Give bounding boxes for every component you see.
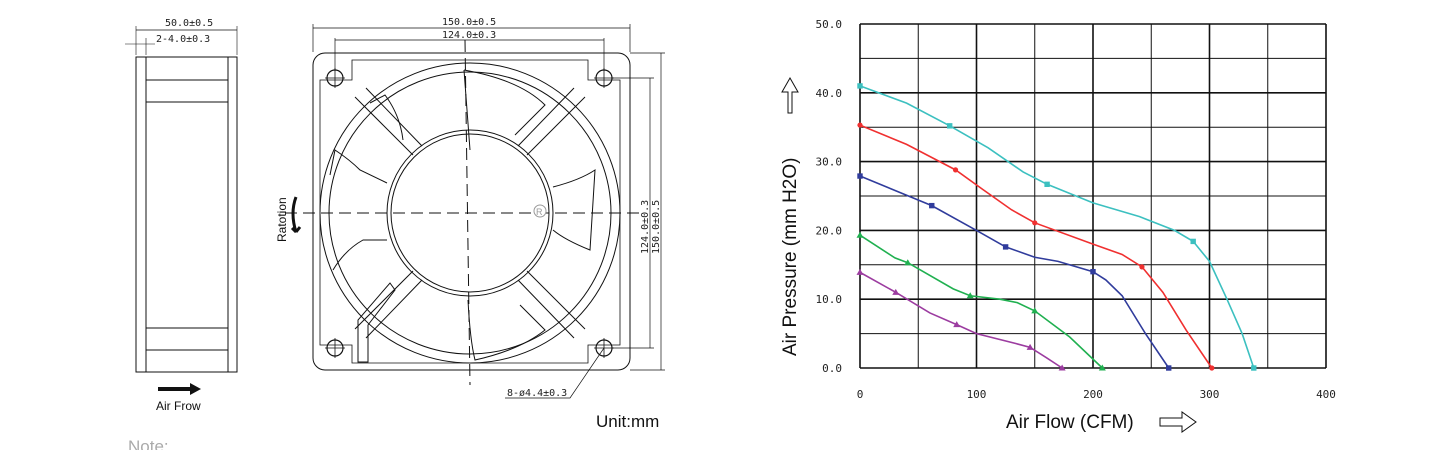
y-tick-label: 10.0	[816, 293, 843, 306]
data-point-green	[904, 259, 912, 266]
front-hole-spacing-dimension: 124.0±0.3	[442, 30, 496, 41]
y-tick-label: 20.0	[816, 224, 843, 237]
airflow-label: Air Frow	[156, 399, 201, 413]
data-point-red	[1032, 220, 1038, 226]
right-arrow-icon	[1159, 411, 1197, 433]
x-tick-label: 400	[1316, 388, 1336, 401]
airflow-arrow-icon	[158, 383, 201, 395]
side-width-dimension: 50.0±0.5	[165, 18, 213, 29]
fan-front-view	[312, 52, 631, 371]
series-line-cyan	[859, 85, 1255, 369]
data-point-red	[1209, 365, 1215, 371]
chart-grid	[859, 23, 1327, 369]
data-point-purple	[1058, 364, 1066, 371]
x-tick-label: 0	[857, 388, 864, 401]
hole-dimension: 8-ø4.4±0.3	[507, 388, 567, 399]
note-label: Note:	[128, 437, 169, 450]
data-point-green	[966, 292, 974, 299]
data-point-green	[1098, 364, 1106, 371]
y-tick-label: 30.0	[816, 156, 843, 169]
x-axis-title: Air Flow (CFM)	[1006, 412, 1134, 433]
fan-curve-chart: 0 100 200 300 400 0.0 10.0 20.0 30.0 40.0 50.0	[816, 18, 1336, 401]
series-line-green	[859, 234, 1103, 369]
data-point-cyan	[1044, 181, 1050, 188]
x-tick-label: 300	[1200, 388, 1220, 401]
front-dimension-lines	[312, 24, 665, 399]
registered-mark: R	[536, 207, 543, 217]
data-point-blue	[1002, 244, 1009, 250]
centerlines	[285, 39, 645, 386]
data-point-purple	[1026, 343, 1034, 350]
mounting-holes	[325, 68, 614, 358]
data-point-red	[1139, 264, 1145, 270]
front-height-hole-dimension: 124.0±0.3	[640, 200, 651, 254]
front-width-dimension: 150.0±0.5	[442, 17, 496, 28]
data-point-cyan	[1190, 238, 1196, 245]
y-tick-label: 50.0	[816, 18, 843, 31]
rotation-arrow-icon	[290, 196, 302, 234]
registered-mark-icon	[533, 204, 547, 218]
y-tick-label: 40.0	[816, 87, 843, 100]
data-point-red	[952, 167, 959, 173]
rotation-label: Ratotion	[275, 197, 289, 242]
data-point-blue	[929, 202, 935, 209]
up-arrow-icon	[781, 76, 799, 114]
series-line-red	[859, 124, 1213, 369]
x-tick-label: 100	[967, 388, 987, 401]
data-point-blue	[857, 173, 863, 179]
data-point-red	[857, 122, 863, 128]
data-point-purple	[856, 268, 864, 275]
series-line-blue	[859, 175, 1170, 369]
x-tick-label: 200	[1083, 388, 1103, 401]
data-point-purple	[953, 321, 961, 328]
y-tick-label: 0.0	[822, 362, 842, 375]
y-axis-title: Air Pressure (mm H2O)	[780, 158, 801, 356]
fan-side-view	[125, 26, 238, 373]
data-point-green	[1031, 307, 1039, 314]
data-point-blue	[1090, 268, 1096, 275]
data-point-cyan	[947, 123, 953, 129]
data-point-cyan	[1251, 365, 1257, 371]
front-height-dimension: 150.0±0.5	[651, 200, 662, 254]
data-point-purple	[892, 288, 900, 295]
unit-label: Unit:mm	[596, 412, 659, 431]
series-line-purple	[859, 271, 1063, 369]
data-point-cyan	[857, 83, 863, 89]
data-point-blue	[1166, 365, 1172, 371]
data-point-green	[856, 231, 864, 238]
side-rib-dimension: 2-4.0±0.3	[156, 34, 210, 45]
